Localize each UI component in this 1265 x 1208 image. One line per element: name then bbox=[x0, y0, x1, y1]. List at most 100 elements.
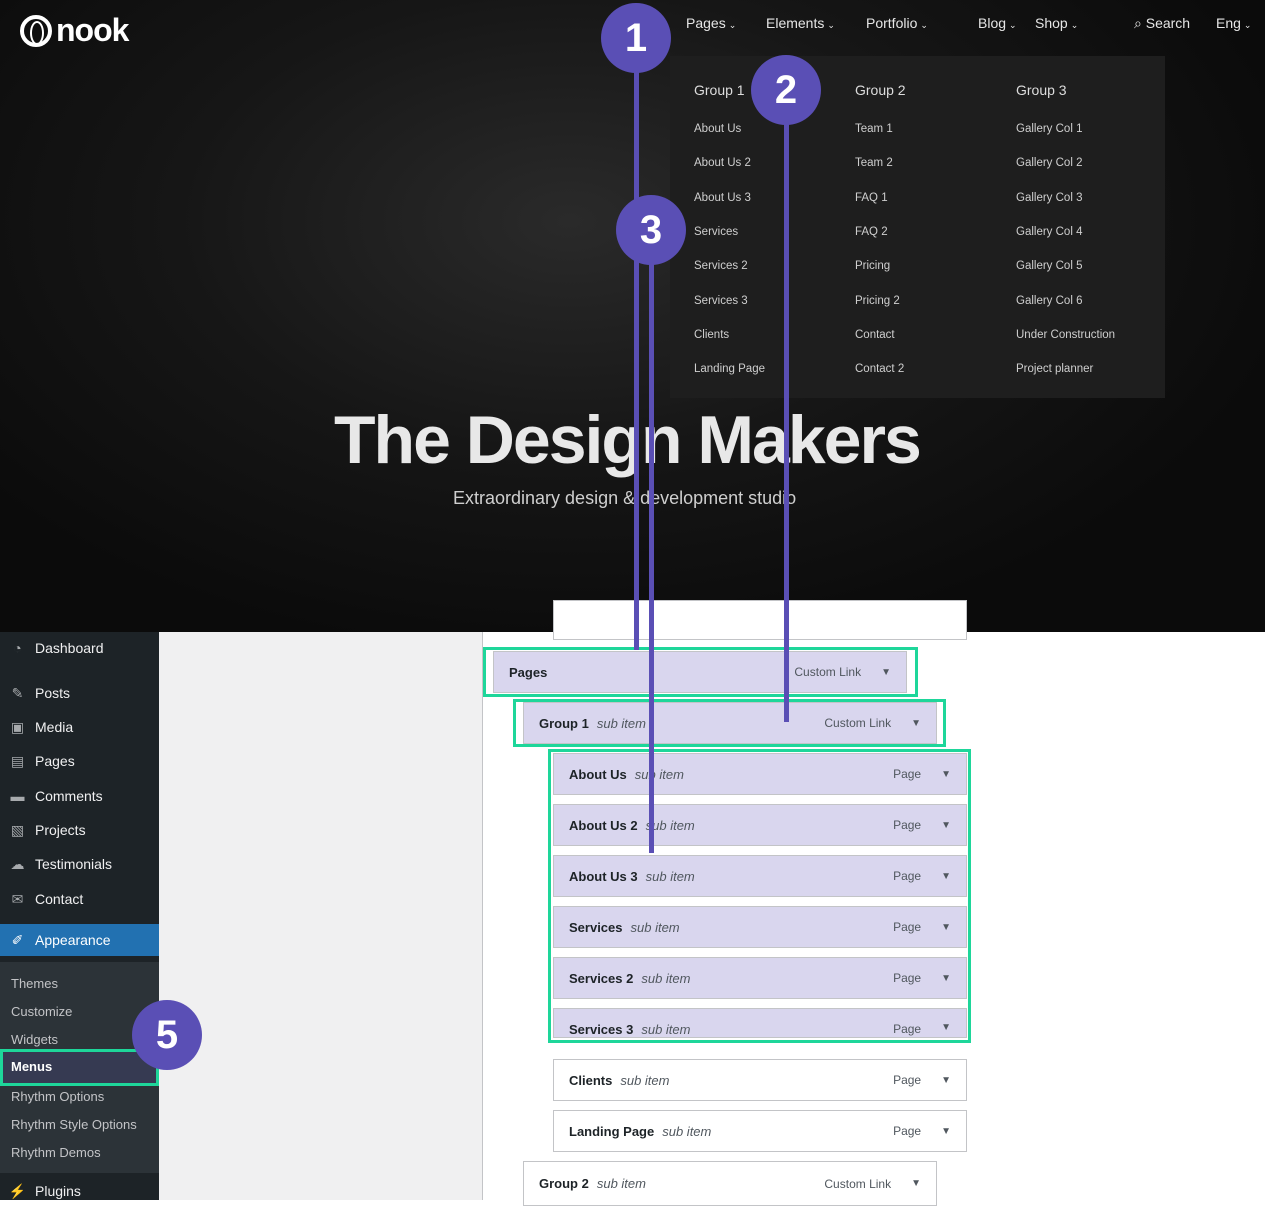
sidebar-item-posts[interactable]: ✎Posts bbox=[0, 676, 159, 710]
dropdown-link[interactable]: Contact 2 bbox=[855, 363, 905, 376]
menu-item-subtitle: sub item bbox=[596, 715, 646, 731]
site-logo[interactable]: nook bbox=[20, 12, 129, 49]
dropdown-link[interactable]: Gallery Col 5 bbox=[1016, 260, 1083, 273]
connector-line-1 bbox=[634, 60, 639, 650]
menu-item-title: Services 2 bbox=[569, 970, 634, 986]
search-button[interactable]: ⌕ Search bbox=[1134, 15, 1190, 32]
sidebar-item-appearance[interactable]: ✐Appearance bbox=[0, 924, 159, 956]
dropdown-link[interactable]: Gallery Col 4 bbox=[1016, 225, 1083, 238]
menu-item-type: Page bbox=[893, 869, 922, 883]
nav-shop[interactable]: Shop⌄ bbox=[1035, 15, 1078, 31]
contact-icon: ✉ bbox=[11, 890, 24, 907]
dropdown-group-title: Group 3 bbox=[1016, 82, 1067, 98]
sidebar-label: Dashboard bbox=[35, 640, 104, 656]
expand-arrow-icon[interactable]: ▼ bbox=[941, 870, 951, 882]
menu-item-title: Services 3 bbox=[569, 1022, 634, 1037]
sidebar-item-pages[interactable]: ▤Pages bbox=[0, 744, 159, 778]
expand-arrow-icon[interactable]: ▼ bbox=[941, 1125, 951, 1137]
expand-arrow-icon[interactable]: ▼ bbox=[941, 768, 951, 780]
sidebar-label: Projects bbox=[35, 822, 86, 838]
sidebar-item-testimonials[interactable]: ☁Testimonials bbox=[0, 847, 159, 881]
dropdown-link[interactable]: Gallery Col 1 bbox=[1016, 123, 1083, 135]
sidebar-item-contact[interactable]: ✉Contact bbox=[0, 882, 159, 916]
sidebar-label: Media bbox=[35, 719, 74, 735]
dropdown-link[interactable]: Clients bbox=[694, 328, 730, 341]
nav-elements[interactable]: Elements⌄ bbox=[766, 15, 835, 31]
expand-arrow-icon[interactable]: ▼ bbox=[941, 921, 951, 933]
submenu-rhythm-style-options[interactable]: Rhythm Style Options bbox=[11, 1117, 137, 1132]
hero-title: The Design Makers bbox=[334, 402, 922, 478]
search-label: Search bbox=[1145, 15, 1191, 31]
dropdown-link[interactable]: Team 2 bbox=[855, 157, 893, 170]
dropdown-link[interactable]: Services 3 bbox=[694, 294, 748, 307]
dropdown-link[interactable]: Pricing bbox=[855, 260, 891, 273]
menu-item-title: Services bbox=[569, 919, 623, 935]
dropdown-link[interactable]: About Us 3 bbox=[694, 191, 751, 204]
menu-item-title: Pages bbox=[509, 664, 548, 680]
menu-item-type: Custom Link bbox=[824, 716, 892, 730]
expand-arrow-icon[interactable]: ▼ bbox=[911, 1178, 921, 1189]
submenu-rhythm-options[interactable]: Rhythm Options bbox=[11, 1089, 105, 1104]
expand-arrow-icon[interactable]: ▼ bbox=[941, 819, 951, 831]
dropdown-link[interactable]: Gallery Col 3 bbox=[1016, 191, 1083, 204]
nav-portfolio[interactable]: Portfolio⌄ bbox=[866, 15, 928, 31]
chevron-down-icon: ⌄ bbox=[827, 20, 835, 30]
dropdown-link[interactable]: Pricing 2 bbox=[855, 294, 900, 307]
chevron-down-icon: ⌄ bbox=[1243, 20, 1252, 30]
menu-item-subtitle: sub item bbox=[630, 919, 680, 935]
expand-arrow-icon[interactable]: ▼ bbox=[941, 1074, 951, 1086]
projects-icon: ▧ bbox=[10, 821, 25, 838]
expand-arrow-icon[interactable]: ▼ bbox=[911, 717, 921, 729]
expand-arrow-icon[interactable]: ▼ bbox=[941, 1022, 951, 1033]
dropdown-link[interactable]: FAQ 1 bbox=[855, 191, 888, 204]
sidebar-item-media[interactable]: ▣Media bbox=[0, 710, 159, 744]
menu-item-type: Page bbox=[893, 767, 922, 781]
sidebar-item-dashboard[interactable]: ◔Dashboard bbox=[0, 631, 159, 665]
dropdown-link[interactable]: About Us bbox=[694, 123, 742, 135]
dropdown-link[interactable]: Gallery Col 2 bbox=[1016, 157, 1083, 170]
submenu-rhythm-demos[interactable]: Rhythm Demos bbox=[11, 1145, 101, 1160]
dropdown-link[interactable]: Services 2 bbox=[694, 260, 748, 273]
sidebar-item-comments[interactable]: ▬Comments bbox=[0, 779, 159, 813]
dropdown-link[interactable]: Team 1 bbox=[855, 123, 893, 135]
submenu-themes[interactable]: Themes bbox=[11, 976, 58, 991]
expand-arrow-icon[interactable]: ▼ bbox=[941, 972, 951, 984]
dropdown-link[interactable]: Contact bbox=[855, 328, 895, 341]
menu-item-subtitle: sub item bbox=[634, 766, 684, 782]
highlight-pages bbox=[483, 647, 918, 697]
sidebar-item-plugins[interactable]: ⚡Plugins bbox=[0, 1174, 159, 1208]
menu-item-title: Group 2 bbox=[539, 1176, 589, 1191]
language-select[interactable]: Eng⌄ bbox=[1216, 15, 1251, 31]
dropdown-link[interactable]: Under Construction bbox=[1016, 328, 1116, 341]
dropdown-link[interactable]: Services bbox=[694, 225, 739, 238]
dropdown-link[interactable]: FAQ 2 bbox=[855, 225, 888, 238]
dropdown-link[interactable]: Project planner bbox=[1016, 363, 1094, 376]
dropdown-link[interactable]: Gallery Col 6 bbox=[1016, 294, 1083, 307]
menu-item-subtitle: sub item bbox=[620, 1072, 670, 1088]
submenu-widgets[interactable]: Widgets bbox=[11, 1032, 58, 1047]
expand-arrow-icon[interactable]: ▼ bbox=[881, 666, 891, 678]
submenu-customize[interactable]: Customize bbox=[11, 1004, 73, 1019]
nav-pages[interactable]: Pages⌄ bbox=[686, 15, 736, 31]
menu-item-type: Page bbox=[893, 1124, 922, 1138]
nav-blog[interactable]: Blog⌄ bbox=[978, 15, 1017, 31]
sidebar-label: Testimonials bbox=[35, 856, 113, 872]
dropdown-link[interactable]: Landing Page bbox=[694, 363, 765, 376]
menu-item-subtitle: sub item bbox=[641, 970, 691, 986]
dropdown-link[interactable]: About Us 2 bbox=[694, 157, 751, 170]
submenu-menus[interactable]: Menus bbox=[0, 1050, 159, 1086]
sidebar-item-projects[interactable]: ▧ Projects bbox=[0, 813, 159, 847]
